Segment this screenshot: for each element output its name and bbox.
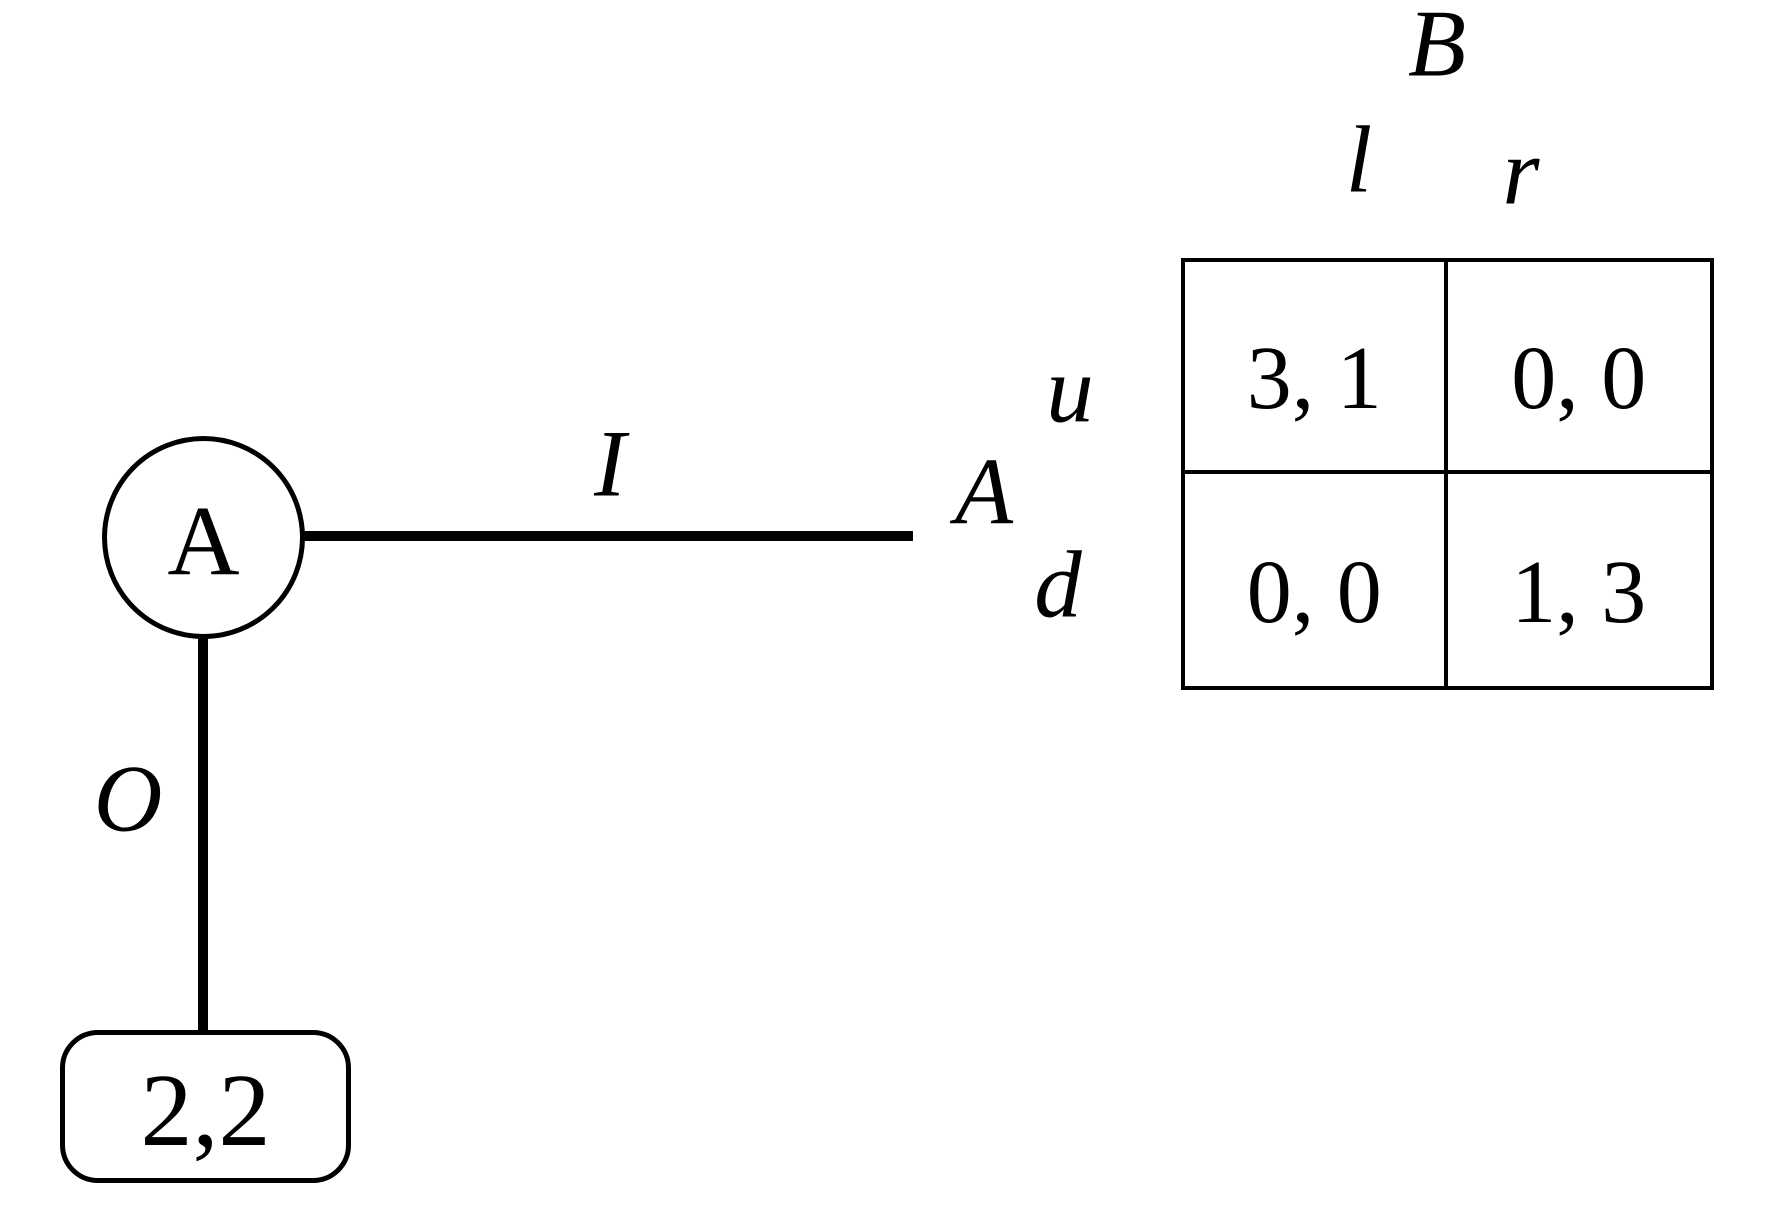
row-label-down: d [1034,531,1082,638]
payoff-cell-u-r: 0, 0 [1447,262,1710,474]
column-player-label: B [1407,0,1467,97]
decision-node-label: A [167,484,240,596]
column-label-left: l [1345,106,1373,213]
branch-label-in: I [594,410,626,517]
branch-line-in [304,531,913,541]
column-label-right: r [1502,118,1540,225]
payoff-cell-u-l: 3, 1 [1185,262,1448,474]
row-label-up: u [1046,336,1094,443]
payoff-matrix: 3, 1 0, 0 0, 0 1, 3 [1181,258,1714,690]
payoff-cell-d-l: 0, 0 [1185,474,1448,686]
decision-node: A [102,436,305,639]
outside-payoff-box: 2,2 [60,1030,351,1183]
branch-label-out: O [93,745,163,852]
payoff-cell-d-r: 1, 3 [1511,543,1647,642]
branch-line-out [198,637,208,1031]
outside-payoff-value: 2,2 [140,1052,271,1168]
row-player-label: A [954,438,1014,545]
